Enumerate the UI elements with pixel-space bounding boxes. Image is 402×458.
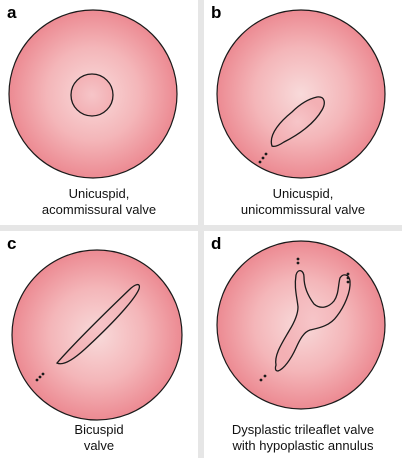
central-orifice [70,73,114,117]
valve-diagram-a [8,9,178,179]
panel-letter: c [7,234,17,253]
panel-a: a Unicuspid, acommissural valve [0,0,198,225]
commissure-marks-left [259,374,267,382]
panel-letter: b [211,3,222,22]
panel-b: b Unicuspid, unicommissural valve [204,0,402,225]
caption-b: Unicuspid, unicommissural valve [240,186,366,217]
valve-annulus [216,9,386,179]
y-shaped-orifice [274,270,351,372]
caption-c: Bicuspid valve [74,422,124,453]
commissure-marks [258,152,268,164]
caption-a: Unicuspid, acommissural valve [41,186,157,217]
caption-d: Dysplastic trileaflet valve with hypopla… [231,422,375,453]
panel-letter: a [7,3,17,22]
valve-diagram-c [11,249,183,421]
commissure-marks-right [346,272,350,284]
valve-diagram-b [216,9,386,179]
commissure-marks [35,372,45,382]
valve-diagram-d [216,240,386,410]
eccentric-orifice [270,96,325,148]
panel-letter: d [211,234,222,253]
panel-d: d Dysplastic trileaflet valve with hypop… [204,231,402,458]
commissure-marks-top [296,257,300,265]
slit-orifice [55,283,141,365]
panel-c: c Bicuspid valve [0,231,198,458]
